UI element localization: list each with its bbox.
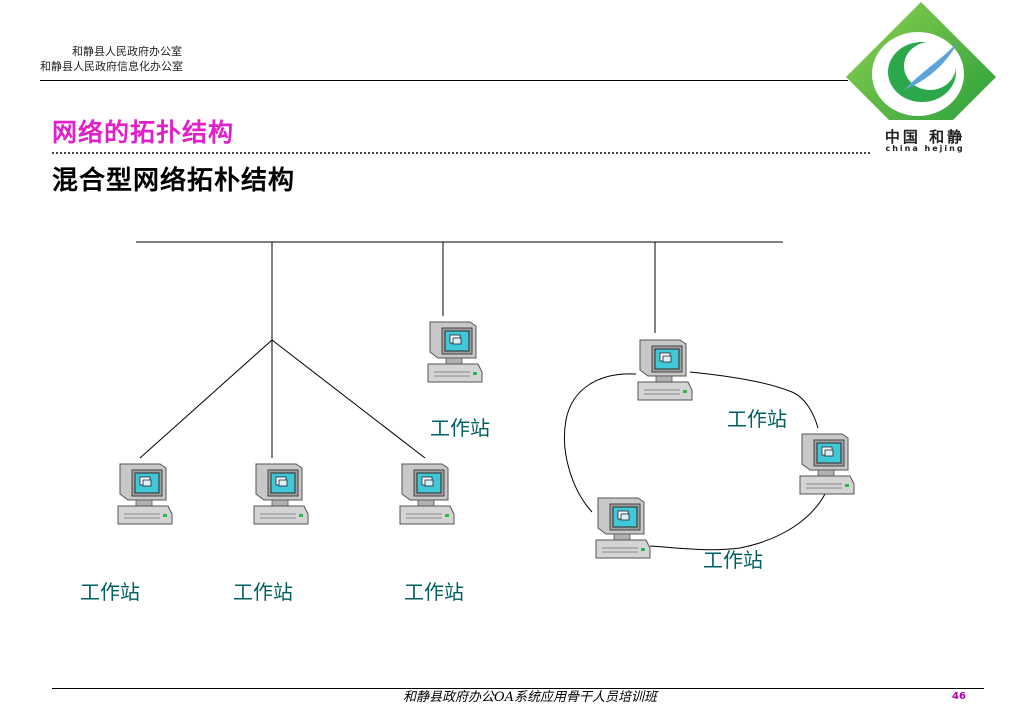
workstation-tree-2 <box>253 463 309 525</box>
workstation-ring-left <box>595 497 651 559</box>
logo-text: 中国 和静 <box>884 128 966 146</box>
office-name-1: 和静县人民政府办公室 <box>72 45 182 58</box>
workstation-tree-1 <box>117 463 173 525</box>
label-ws-ring-left: 工作站 <box>703 548 763 572</box>
label-ws-ring-top: 工作站 <box>727 407 787 431</box>
footer-divider <box>52 688 984 689</box>
label-ws-tree-1: 工作站 <box>80 580 140 604</box>
office-names: 和静县人民政府办公室 和静县人民政府信息化办公室 <box>40 44 240 74</box>
header-divider <box>40 80 848 81</box>
workstation-ring-top <box>637 339 693 401</box>
workstation-ring-right <box>799 433 855 495</box>
workstation-tree-3 <box>399 463 455 525</box>
label-ws-tree-3: 工作站 <box>404 580 464 604</box>
slide-title: 网络的拓扑结构 <box>52 118 235 147</box>
logo-subtext: china hejing <box>885 144 965 153</box>
office-name-2: 和静县人民政府信息化办公室 <box>40 60 183 73</box>
hejing-logo <box>846 2 996 162</box>
label-ws-tree-2: 工作站 <box>233 580 293 604</box>
page-number: 46 <box>952 691 966 702</box>
slide-subtitle: 混合型网络拓朴结构 <box>52 166 296 196</box>
workstation-top-middle <box>427 321 483 383</box>
label-ws-top-middle: 工作站 <box>430 416 490 440</box>
footer-course-name: 和静县政府办公OA系统应用骨干人员培训班 <box>402 690 658 705</box>
title-dotted-divider <box>52 152 870 154</box>
